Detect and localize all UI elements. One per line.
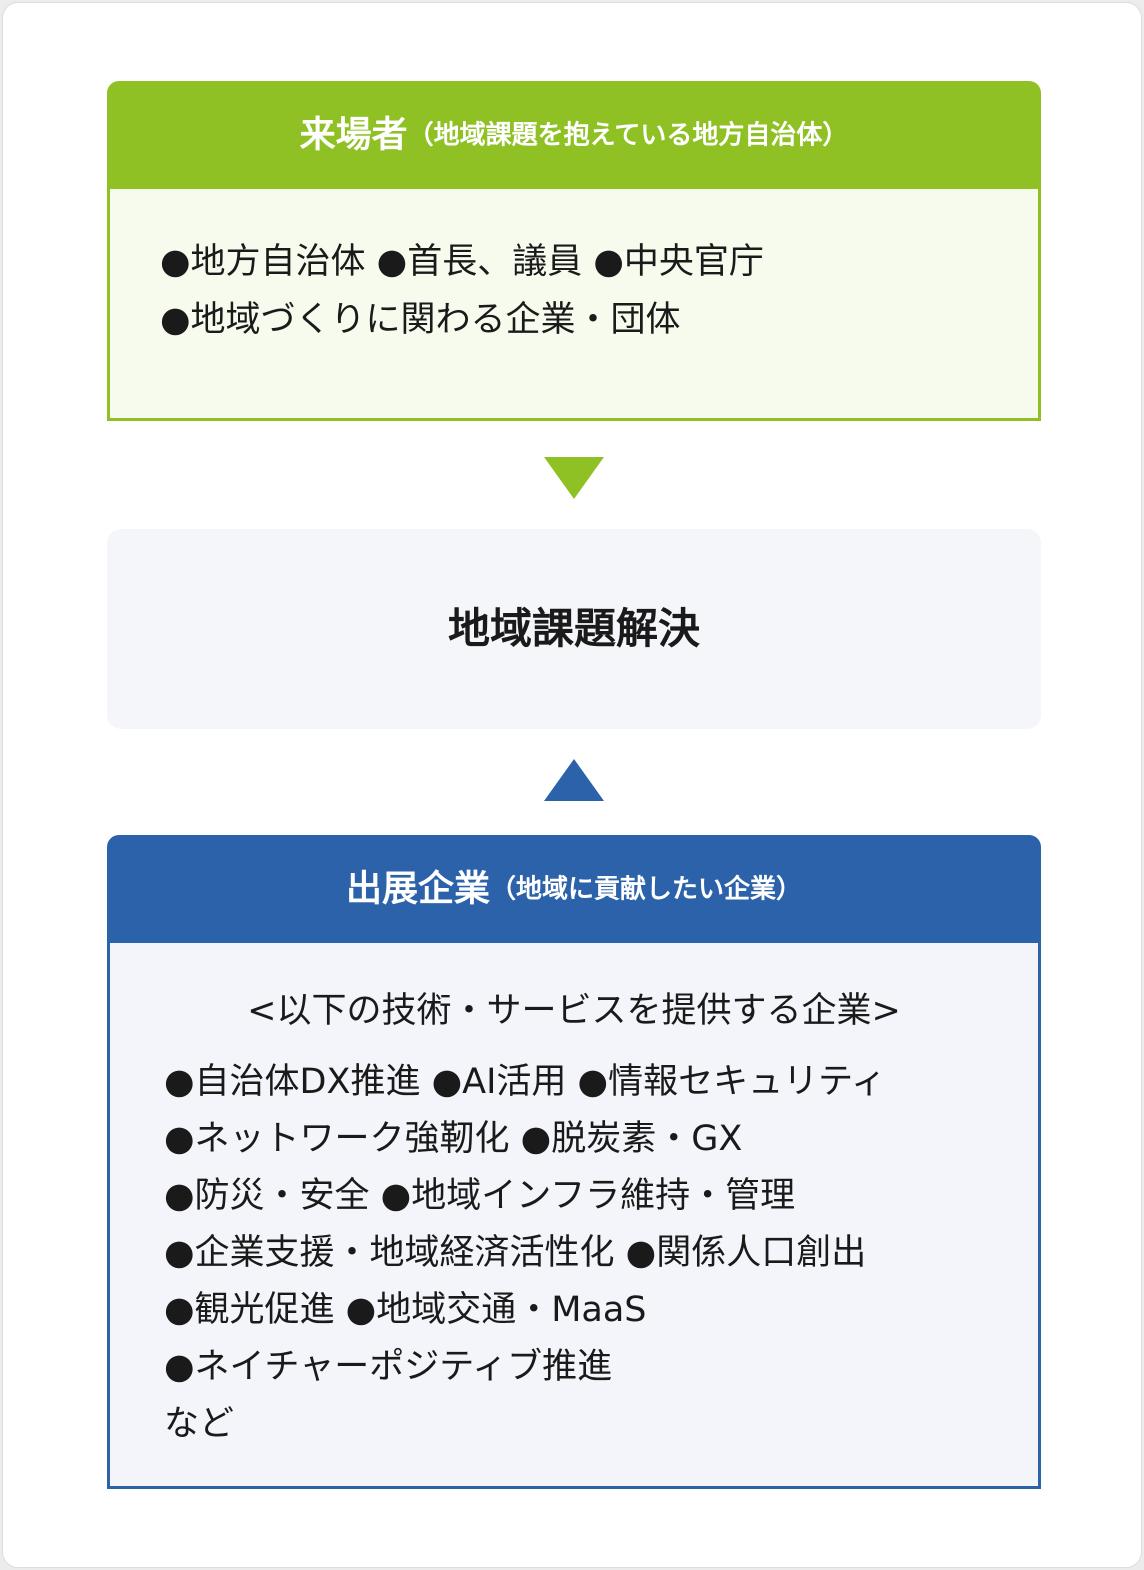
visitor-line: ●地域づくりに関わる企業・団体 — [160, 300, 681, 340]
arrow-down-icon — [544, 457, 604, 499]
visitor-panel: 来場者（地域課題を抱えている地方自治体） ●地方自治体 ●首長、議員 ●中央官庁… — [107, 81, 1041, 421]
visitor-subtitle: （地域課題を抱えている地方自治体） — [407, 120, 849, 151]
exhibitor-header: 出展企業（地域に貢献したい企業） — [107, 835, 1041, 943]
visitor-header: 来場者（地域課題を抱えている地方自治体） — [107, 81, 1041, 189]
visitor-body: ●地方自治体 ●首長、議員 ●中央官庁 ●地域づくりに関わる企業・団体 — [107, 189, 1041, 421]
exhibitor-line: ●防災・安全 ●地域インフラ維持・管理 — [164, 1176, 796, 1216]
exhibitor-line: など — [164, 1404, 235, 1444]
exhibitor-line: ●企業支援・地域経済活性化 ●関係人口創出 — [164, 1233, 867, 1273]
exhibitor-body: <以下の技術・サービスを提供する企業> ●自治体DX推進 ●AI活用 ●情報セキ… — [107, 943, 1041, 1489]
exhibitor-line: ●ネットワーク強靭化 ●脱炭素・GX — [164, 1119, 743, 1159]
visitor-title: 来場者 — [299, 114, 408, 156]
exhibitor-line: ●ネイチャーポジティブ推進 — [164, 1347, 613, 1387]
goal-box: 地域課題解決 — [107, 529, 1041, 729]
goal-label: 地域課題解決 — [447, 604, 700, 653]
exhibitor-subtitle: （地域に貢献したい企業） — [490, 874, 803, 905]
arrow-up-icon — [544, 759, 604, 801]
exhibitor-line: ●自治体DX推進 ●AI活用 ●情報セキュリティ — [164, 1062, 886, 1102]
exhibitor-intro: <以下の技術・サービスを提供する企業> — [247, 991, 901, 1031]
exhibitor-title: 出展企業 — [345, 868, 490, 910]
exhibitor-panel: 出展企業（地域に貢献したい企業） <以下の技術・サービスを提供する企業> ●自治… — [107, 835, 1041, 1489]
exhibitor-line: ●観光促進 ●地域交通・MaaS — [164, 1290, 647, 1330]
visitor-line: ●地方自治体 ●首長、議員 ●中央官庁 — [160, 242, 764, 282]
